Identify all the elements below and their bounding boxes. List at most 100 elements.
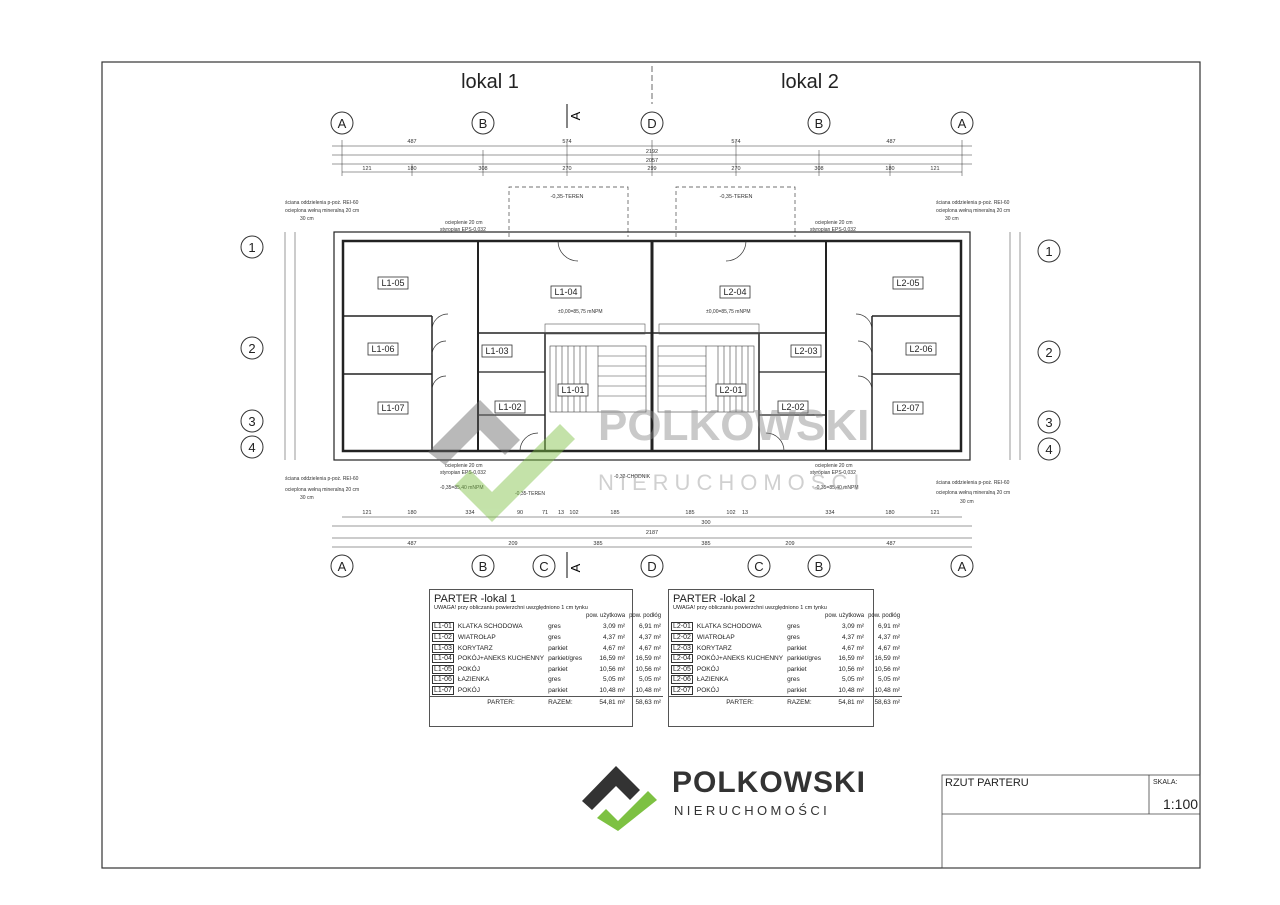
svg-text:ocieplona wełną mineralną 20 c: ocieplona wełną mineralną 20 cm (285, 487, 359, 493)
svg-text:1: 1 (248, 240, 255, 255)
building-walls (333, 231, 971, 461)
scale-label: SKALA: (1153, 779, 1178, 786)
lokal-1-title: lokal 1 (461, 71, 519, 93)
svg-text:-0,35=85,40 mNPM: -0,35=85,40 mNPM (440, 485, 484, 491)
svg-text:ocieplenie 20 cm: ocieplenie 20 cm (445, 220, 483, 226)
svg-text:C: C (754, 559, 763, 574)
entrance-canopies (508, 186, 796, 237)
svg-text:POLKOWSKI: POLKOWSKI (598, 401, 869, 450)
svg-text:A: A (958, 559, 967, 574)
svg-text:4: 4 (248, 440, 255, 455)
svg-text:3: 3 (248, 414, 255, 429)
doors (431, 240, 873, 452)
svg-text:180: 180 (407, 510, 416, 516)
svg-text:334: 334 (465, 510, 474, 516)
room-L1-02: L1-02 (498, 402, 521, 412)
axis-top-3: D (647, 116, 656, 131)
section-marker-bottom: A (566, 552, 583, 578)
svg-text:3: 3 (1045, 415, 1052, 430)
svg-text:4: 4 (1045, 442, 1052, 457)
svg-text:ściana oddzielenia p-poż. REI-: ściana oddzielenia p-poż. REI-60 (285, 200, 359, 206)
svg-text:B: B (815, 559, 824, 574)
svg-text:180: 180 (885, 510, 894, 516)
table-title: PARTER -lokal 1 (434, 593, 517, 605)
drawing-title: RZUT PARTERU (945, 777, 1029, 789)
svg-text:487: 487 (407, 139, 416, 145)
svg-text:90: 90 (517, 510, 523, 516)
room-L2-03: L2-03 (794, 346, 817, 356)
staircases (549, 345, 755, 413)
svg-text:300: 300 (701, 520, 710, 526)
svg-text:71: 71 (542, 510, 548, 516)
svg-text:209: 209 (508, 541, 517, 547)
svg-text:ściana oddzielenia p-poż. REI-: ściana oddzielenia p-poż. REI-60 (936, 480, 1010, 486)
room-L1-03: L1-03 (485, 346, 508, 356)
svg-text:NIERUCHOMOŚCI: NIERUCHOMOŚCI (598, 470, 865, 495)
svg-text:30 cm: 30 cm (945, 216, 959, 222)
title-block-frame (941, 774, 1201, 869)
axis-top-5: A (958, 116, 967, 131)
table-note: UWAGA! przy obliczaniu powierzchni uwzgl… (673, 605, 827, 611)
svg-text:121: 121 (362, 510, 371, 516)
room-L2-02: L2-02 (781, 402, 804, 412)
teren-left-label: -0,35-TEREN (550, 194, 583, 200)
svg-text:styropian EPS-0,032: styropian EPS-0,032 (440, 470, 486, 476)
room-L1-07: L1-07 (381, 403, 404, 413)
svg-text:ocieplona wełną mineralną 20 c: ocieplona wełną mineralną 20 cm (936, 208, 1010, 214)
svg-text:ocieplenie 20 cm: ocieplenie 20 cm (815, 220, 853, 226)
svg-text:A: A (338, 559, 347, 574)
svg-text:ocieplenie 20 cm: ocieplenie 20 cm (815, 463, 853, 469)
svg-text:487: 487 (886, 139, 895, 145)
svg-text:ściana oddzielenia p-poż. REI-: ściana oddzielenia p-poż. REI-60 (285, 476, 359, 482)
svg-text:121: 121 (930, 166, 939, 172)
room-L1-05: L1-05 (381, 278, 404, 288)
svg-text:2: 2 (1045, 345, 1052, 360)
table-note: UWAGA! przy obliczaniu powierzchni uwzgl… (434, 605, 588, 611)
svg-text:-0,35-TEREN: -0,35-TEREN (515, 491, 545, 497)
top-dimensions: 487 574 574 487 2192 2057 121 180 308 27… (332, 139, 972, 176)
svg-text:ocieplenie 20 cm: ocieplenie 20 cm (445, 463, 483, 469)
watermark: POLKOWSKI NIERUCHOMOŚCI (428, 400, 869, 522)
left-axis-markers: 1 2 3 4 (240, 232, 296, 460)
kitchenettes (544, 323, 760, 335)
svg-text:487: 487 (886, 541, 895, 547)
svg-text:102: 102 (569, 510, 578, 516)
svg-text:C: C (539, 559, 548, 574)
svg-text:B: B (479, 559, 488, 574)
svg-text:185: 185 (610, 510, 619, 516)
room-L1-01: L1-01 (561, 385, 584, 395)
svg-text:385: 385 (593, 541, 602, 547)
sheet-frame (101, 61, 1201, 869)
logo-icon (582, 766, 657, 831)
bottom-dimensions: 121 180 334 90 71 13 102 185 185 300 102… (332, 510, 972, 548)
room-L2-01: L2-01 (719, 385, 742, 395)
svg-text:121: 121 (930, 510, 939, 516)
svg-text:2187: 2187 (646, 530, 658, 536)
axis-top-4: B (815, 116, 824, 131)
room-L1-04: L1-04 (554, 287, 577, 297)
section-marker-top: A (566, 104, 583, 128)
svg-text:30 cm: 30 cm (300, 495, 314, 501)
svg-text:121: 121 (362, 166, 371, 172)
table-title: PARTER -lokal 2 (673, 593, 756, 605)
svg-text:-0,32-CHODNIK: -0,32-CHODNIK (614, 474, 651, 480)
lokal-2-title: lokal 2 (781, 71, 839, 93)
svg-text:30 cm: 30 cm (960, 499, 974, 505)
area-table-lokal-1: PARTER -lokal 1 UWAGA! przy obliczaniu p… (429, 589, 664, 727)
plan-annotations: ±0,00=85,75 mNPM ±0,00=85,75 mNPM ociepl… (285, 200, 1010, 505)
scale-value: 1:100 (1163, 796, 1199, 812)
svg-text:±0,00=85,75 mNPM: ±0,00=85,75 mNPM (706, 309, 751, 315)
axis-top-2: B (479, 116, 488, 131)
svg-text:-0,35=85,40 mNPM: -0,35=85,40 mNPM (815, 485, 859, 491)
